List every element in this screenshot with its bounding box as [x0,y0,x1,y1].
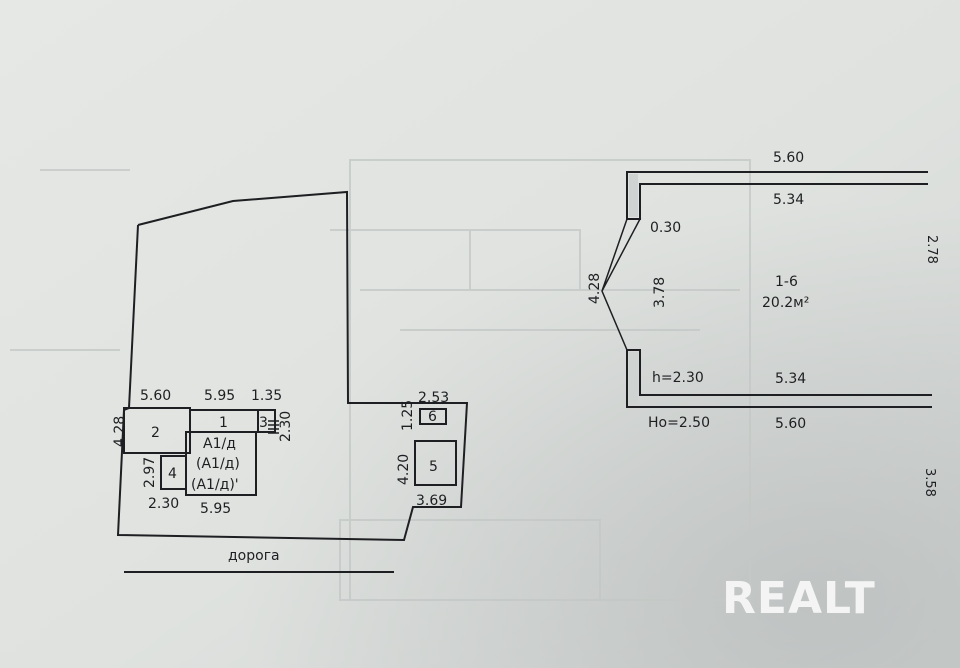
dim-2-97: 2.97 [142,457,158,488]
section-dim-3-78: 3.78 [652,277,668,308]
house-label-line3: (А1/д)' [191,477,239,493]
dim-1-25: 1.25 [400,400,416,431]
dim-4-28-site: 4.28 [112,416,128,447]
house-label-line2: (А1/д) [196,456,240,472]
wall-fill [629,174,638,405]
building-label-1: 1 [219,415,228,431]
edge-dim-2-78: 2.78 [924,235,939,264]
room-area: 20.2м² [762,295,809,311]
section-dim-0-30: 0.30 [650,220,681,236]
dim-3-69: 3.69 [416,493,447,509]
height-bracket [601,218,642,351]
dim-5-60-site: 5.60 [140,388,171,404]
site-plan [116,190,469,573]
bleed-through-lines [10,159,751,601]
road-label: дорога [228,548,280,564]
building-label-2: 2 [151,425,160,441]
section-dim-4-28: 4.28 [587,273,603,304]
building-label-4: 4 [168,466,177,482]
dim-5-95-top: 5.95 [204,388,235,404]
dim-2-30-bottom: 2.30 [148,496,179,512]
section-dim-5-34-top: 5.34 [773,192,804,208]
dim-5-95-bottom: 5.95 [200,501,231,517]
realt-watermark: REALT [722,573,876,624]
section-plan [601,171,932,408]
building-6-outline [419,408,447,425]
dim-2-53: 2.53 [418,390,449,406]
edge-dim-3-58: 3.58 [922,468,937,497]
section-h0: Нο=2.50 [648,415,710,431]
room-id: 1-6 [775,274,798,290]
dim-4-20: 4.20 [396,454,412,485]
building-label-3: 3 [259,415,268,431]
section-dim-5-34-bottom: 5.34 [775,371,806,387]
building-5-outline [414,440,457,486]
dim-1-35: 1.35 [251,388,282,404]
dim-2-30-right: 2.30 [278,411,294,442]
stair-hatch [268,420,279,434]
building-4-outline [160,455,187,490]
building-label-5: 5 [429,459,438,475]
building-label-6: 6 [428,409,437,425]
section-dim-5-60-top: 5.60 [773,150,804,166]
house-label-line1: А1/д [203,436,236,452]
section-h: h=2.30 [652,370,704,386]
section-dim-5-60-bottom: 5.60 [775,416,806,432]
